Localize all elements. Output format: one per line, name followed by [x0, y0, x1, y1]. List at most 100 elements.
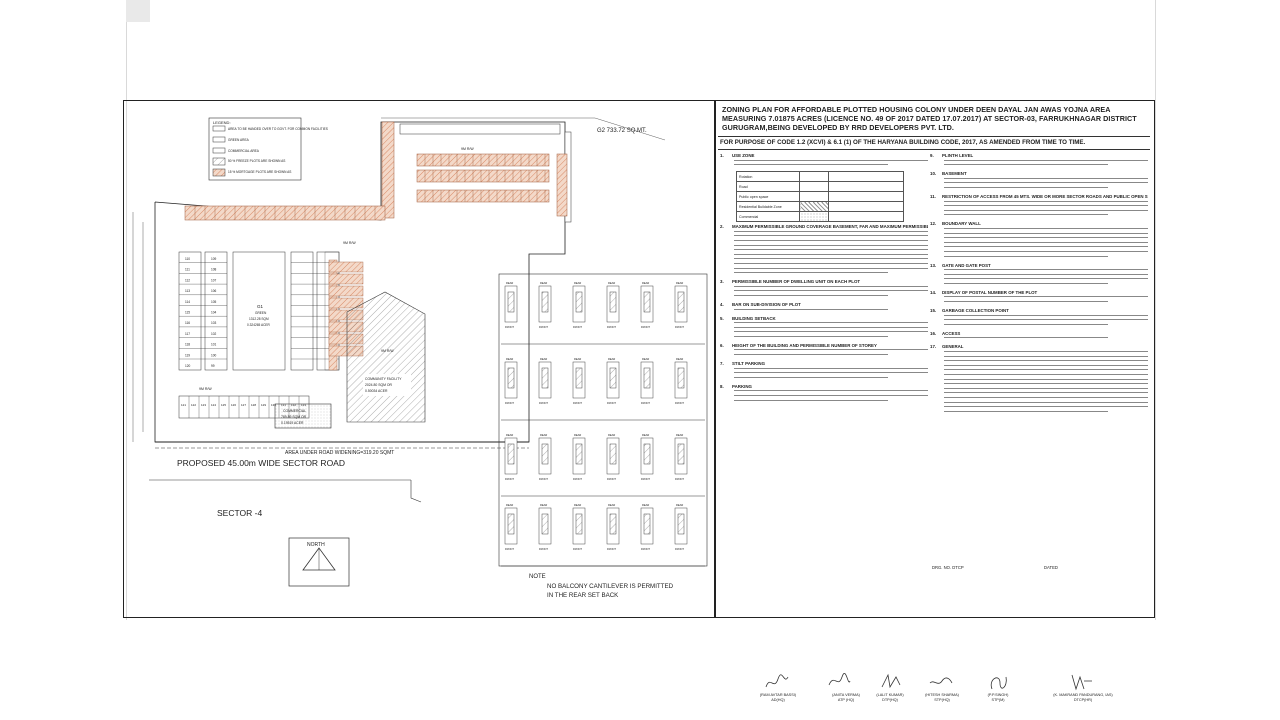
- note-text-line: [944, 369, 1148, 372]
- plot-number: 101: [211, 343, 217, 347]
- plot-detail-building: [643, 513, 651, 535]
- plot-detail-building: [677, 367, 685, 389]
- g1-sub: GREEN: [255, 311, 267, 315]
- signature-block-5: (P.P.SINGH) STP(M): [966, 693, 1030, 703]
- note-text-line: [734, 294, 888, 298]
- signature-scribble: [990, 676, 1007, 690]
- plot-detail-rear: REAR: [608, 357, 615, 361]
- plot-detail-building: [541, 443, 549, 465]
- note-section: 3.PERMISSIBLE NUMBER OF DWELLING UNIT ON…: [720, 279, 928, 298]
- note-section: 14.DISPLAY OF POSTAL NUMBER OF THE PLOT: [930, 290, 1148, 304]
- note-text-line: [944, 314, 1148, 318]
- plot-detail-building: [677, 291, 685, 313]
- note-text-line: [944, 410, 1108, 414]
- note-text-line: [944, 337, 1108, 340]
- signature-scribble: [828, 673, 851, 686]
- dated-label: DATED: [1044, 565, 1058, 570]
- note-section-title: BOUNDARY WALL: [942, 221, 981, 227]
- plot-detail-frame: [498, 273, 708, 567]
- note-section-number: 1.: [720, 153, 724, 158]
- note-section-heading: 14.DISPLAY OF POSTAL NUMBER OF THE PLOT: [930, 290, 1148, 295]
- note-text-line: [734, 253, 928, 257]
- plot-detail-rear: REAR: [506, 433, 513, 437]
- plot-number: 106: [211, 289, 217, 293]
- note-section-number: 16.: [930, 330, 937, 336]
- document-subtitle: FOR PURPOSE OF CODE 1.2 (XCVI) & 6.1 (1)…: [720, 139, 1086, 146]
- note-section-heading: 2.MAXIMUM PERMISSIBLE GROUND COVERAGE BA…: [720, 224, 928, 229]
- plot-detail-front: FRONT: [607, 401, 616, 405]
- plot-detail-rear: REAR: [676, 281, 683, 285]
- note-section-heading: 15.GARBAGE COLLECTION POINT: [930, 308, 1148, 313]
- road-label-2: 9M R/W: [343, 241, 356, 245]
- sector-label: SECTOR -4: [217, 508, 262, 518]
- signature-block-1: (RAM AVTAR BASSI) AD(HQ): [748, 693, 808, 703]
- subtitle-rule: [718, 149, 1150, 150]
- plot-number: 117: [185, 332, 190, 336]
- note-text-line: [734, 290, 928, 293]
- note-section-title: GARBAGE COLLECTION POINT: [942, 308, 1009, 314]
- note-section-heading: 9.PLINTH LEVEL: [930, 153, 1148, 158]
- note-text-line: [734, 376, 888, 380]
- note-section-title: HEIGHT OF THE BUILDING AND PERMISSIBLE N…: [732, 342, 877, 348]
- note-section: 15.GARBAGE COLLECTION POINT: [930, 308, 1148, 327]
- note-section: 13.GATE AND GATE POST: [930, 263, 1148, 286]
- note-section-heading: 4.BAR ON SUB-DIVISION OF PLOT: [720, 302, 928, 307]
- note-text-2: IN THE REAR SET BACK: [547, 592, 619, 599]
- plot-detail-rear: REAR: [540, 281, 547, 285]
- plot-detail-building: [541, 513, 549, 535]
- plot-number: 126: [231, 403, 236, 407]
- plot-detail-rear: REAR: [574, 281, 581, 285]
- plot-detail-building: [575, 367, 583, 389]
- g1-area: 1312.28 SQM: [249, 317, 269, 321]
- plot-number: 116: [185, 321, 190, 325]
- note-text-line: [734, 230, 928, 234]
- plot-number: 127: [241, 403, 246, 407]
- plot-detail-rear: REAR: [676, 433, 683, 437]
- note-text-line: [734, 395, 928, 398]
- drg-label: DRG. NO. DTCP: [932, 565, 964, 570]
- legend-title: LEGEND:: [213, 120, 231, 125]
- plot-number: 105: [211, 300, 217, 304]
- plot-number: 120: [185, 364, 191, 368]
- note-text-line: [734, 258, 928, 261]
- note-section-title: GENERAL: [942, 344, 964, 350]
- plot-detail-building: [643, 443, 651, 465]
- plot-detail-rear: REAR: [574, 433, 581, 437]
- note-section: 12.BOUNDARY WALL: [930, 221, 1148, 258]
- plot-detail-building: [575, 513, 583, 535]
- g1-acre: 0.324265 ACER: [247, 323, 271, 327]
- plot-detail-building: [609, 367, 617, 389]
- plot-number: 125: [221, 403, 226, 407]
- plot-number: 111: [185, 268, 190, 272]
- commercial-area: [274, 403, 332, 429]
- plot-number: 103: [211, 321, 217, 325]
- note-section: 6.HEIGHT OF THE BUILDING AND PERMISSIBLE…: [720, 343, 928, 357]
- plot-detail-rear: REAR: [506, 281, 513, 285]
- note-section-heading: 5.BUILDING SETBACK: [720, 316, 928, 321]
- plot-detail-rear: REAR: [642, 357, 649, 361]
- note-section-heading: 13.GATE AND GATE POST: [930, 263, 1148, 268]
- note-text-line: [944, 227, 1148, 231]
- plot-detail-front: FRONT: [675, 401, 684, 405]
- note-text-line: [734, 267, 928, 271]
- road-widening-label: AREA UNDER ROAD WIDENING=319.20 SQMT: [285, 450, 394, 456]
- plot-detail-front: FRONT: [641, 325, 650, 329]
- note-section-heading: 6.HEIGHT OF THE BUILDING AND PERMISSIBLE…: [720, 343, 928, 348]
- note-section-number: 3.: [720, 279, 724, 285]
- legend-item-1: AREA TO BE HANDED OVER TO GOVT. FOR COMM…: [228, 127, 328, 131]
- note-text-line: [944, 406, 1148, 409]
- plot-number: 114: [185, 300, 190, 304]
- plot-detail-rear: REAR: [642, 281, 649, 285]
- plot-detail-front: FRONT: [573, 401, 582, 405]
- signature-block-6: (K. MAKRAND PANDURANG, IAS) DTCP(HR): [1038, 693, 1128, 703]
- note-text-line: [944, 301, 1108, 304]
- sector-road-label: PROPOSED 45.00m WIDE SECTOR ROAD: [177, 458, 345, 468]
- signature-scribble: [881, 673, 901, 689]
- drawing-frame: [123, 100, 1155, 618]
- plot-number: 107: [211, 278, 217, 282]
- plot-detail-front: FRONT: [641, 547, 650, 551]
- plot-number: 128: [251, 403, 256, 407]
- note-text-line: [944, 401, 1148, 405]
- plot-number: 122: [191, 403, 196, 407]
